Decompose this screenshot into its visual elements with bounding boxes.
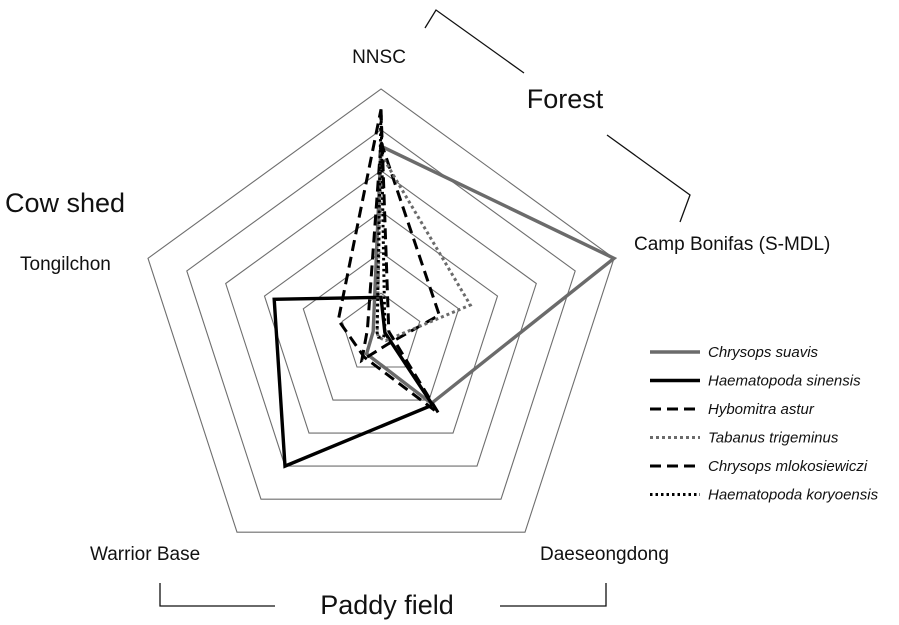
- legend-label-2: Haematopoda sinensis: [708, 373, 861, 390]
- legend-label-6: Haematopoda koryoensis: [708, 487, 879, 504]
- series-line-1: [364, 143, 618, 406]
- paddy-field-bracket: [159, 583, 607, 607]
- series-line-6: [375, 109, 387, 339]
- legend-label-1: Chrysops suavis: [708, 344, 819, 361]
- grid-ring-4: [225, 170, 537, 467]
- legend-label-3: Hybomitra astur: [708, 401, 815, 418]
- group-label-forest: Forest: [527, 84, 604, 114]
- grid-ring-3: [263, 210, 499, 434]
- axis-label-daeseongdong: Daeseongdong: [540, 544, 669, 565]
- group-label-paddy-field: Paddy field: [320, 590, 454, 620]
- series-line-2: [272, 295, 436, 469]
- axis-label-camp-bonifas: Camp Bonifas (S-MDL): [634, 234, 830, 255]
- grid-ring-1: [341, 292, 421, 368]
- group-label-cow-shed: Cow shed: [5, 188, 125, 218]
- series-layer: [272, 109, 618, 469]
- legend-label-5: Chrysops mlokosiewiczi: [708, 458, 868, 475]
- axis-label-warrior-base: Warrior Base: [90, 544, 200, 565]
- grid-ring-5: [186, 129, 576, 500]
- legend-label-4: Tabanus trigeminus: [708, 430, 839, 447]
- axis-label-nnsc: NNSC: [352, 47, 406, 68]
- series-line-5: [336, 109, 440, 415]
- grid-ring-2: [302, 251, 460, 401]
- series-line-3: [359, 141, 442, 364]
- radar-grid: [147, 88, 615, 533]
- forest-bracket: [424, 9, 691, 223]
- series-line-4: [375, 149, 473, 343]
- axis-label-tongilchon: Tongilchon: [20, 254, 111, 275]
- grid-ring-6: [147, 88, 615, 533]
